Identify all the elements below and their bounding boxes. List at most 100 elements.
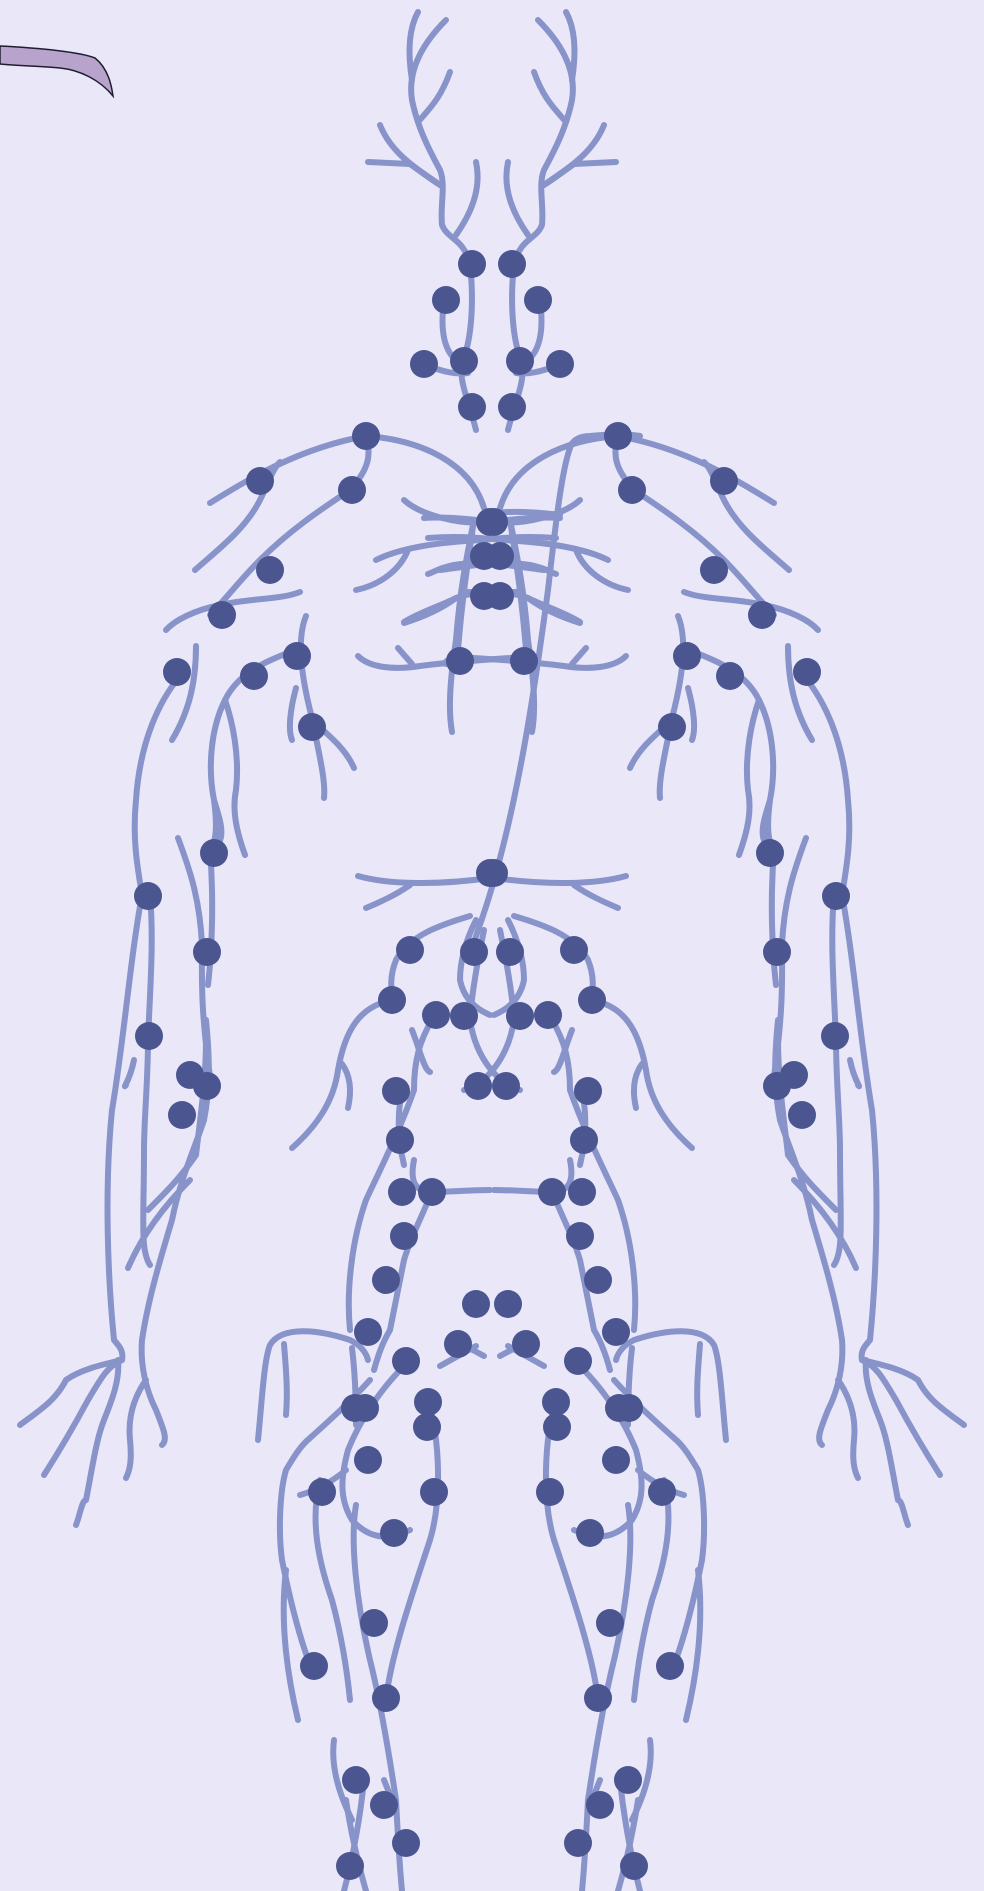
lymph-vessel-right-47: [590, 1000, 692, 1148]
lymph-vessel-left-5: [456, 162, 478, 235]
lymph-node-left-35: [418, 1178, 446, 1206]
lymph-node-right-21: [480, 508, 508, 536]
lymph-node-left-37: [372, 1266, 400, 1294]
lymph-node-right-18: [822, 882, 850, 910]
lymph-node-left-52: [372, 1684, 400, 1712]
lymph-node-right-55: [564, 1829, 592, 1857]
lymph-node-left-28: [378, 986, 406, 1014]
lymph-node-left-56: [336, 1852, 364, 1880]
lymph-vessel-right-16: [528, 598, 580, 623]
lymph-node-right-2: [506, 347, 534, 375]
lymph-vessel-right-34: [862, 1360, 940, 1475]
lymph-node-right-7: [710, 467, 738, 495]
lymph-vessel-right-4: [544, 162, 616, 185]
lymph-vessel-right-5: [506, 162, 528, 235]
lymph-node-right-47: [648, 1478, 676, 1506]
lymph-node-left-45: [341, 1394, 369, 1422]
lymph-node-left-38: [354, 1318, 382, 1346]
lymph-vessel-left-34: [44, 1360, 122, 1475]
lymph-vessel-right-39: [850, 1060, 859, 1086]
lymph-node-right-41: [494, 1290, 522, 1318]
lymph-node-left-15: [168, 1101, 196, 1129]
lymph-node-left-55: [392, 1829, 420, 1857]
lymph-node-left-12: [240, 662, 268, 690]
lymph-node-left-36: [390, 1222, 418, 1250]
lymph-node-right-10: [793, 658, 821, 686]
lymph-vessel-left-43: [366, 885, 410, 908]
lymph-node-left-51: [300, 1652, 328, 1680]
lymph-node-right-1: [524, 286, 552, 314]
lymph-node-right-32: [492, 1072, 520, 1100]
lymph-vessel-right-18: [572, 648, 586, 664]
lymph-node-left-50: [360, 1609, 388, 1637]
lymph-node-right-4: [498, 393, 526, 421]
lymph-vessel-right-49: [634, 1064, 642, 1108]
lymph-vessel-left-39: [125, 1060, 134, 1086]
lymph-node-left-27: [396, 936, 424, 964]
lymph-node-left-13: [298, 713, 326, 741]
lymph-node-left-43: [413, 1413, 441, 1441]
lymph-node-right-36: [566, 1222, 594, 1250]
lymph-nodes: [134, 250, 850, 1880]
lymph-node-right-29: [534, 1001, 562, 1029]
lymph-node-left-7: [246, 467, 274, 495]
lymph-node-left-42: [414, 1388, 442, 1416]
lymph-node-right-17: [763, 938, 791, 966]
lymph-vessel-right-43: [574, 885, 618, 908]
lymph-node-right-13: [658, 713, 686, 741]
lymph-vessels: [20, 12, 964, 1891]
lymph-node-left-31: [382, 1077, 410, 1105]
lymph-node-right-51: [656, 1652, 684, 1680]
lymph-node-right-9: [748, 601, 776, 629]
lymph-vessel-left-55: [284, 1344, 287, 1415]
lymph-vessel-right-2: [534, 72, 566, 122]
lymph-vessel-left-18: [398, 648, 412, 664]
lymph-node-left-17: [193, 938, 221, 966]
lymph-node-right-27: [560, 936, 588, 964]
lymph-node-right-50: [596, 1609, 624, 1637]
lymph-node-left-1: [432, 286, 460, 314]
lymph-vessel-left-36: [126, 1380, 146, 1478]
lymph-node-left-32: [464, 1072, 492, 1100]
lymph-node-right-53: [614, 1766, 642, 1794]
lymph-vessel-left-29: [290, 688, 296, 740]
lymph-node-left-33: [386, 1126, 414, 1154]
lymph-node-right-6: [618, 476, 646, 504]
lymph-node-right-22: [486, 542, 514, 570]
lymph-node-left-3: [410, 350, 438, 378]
lymph-node-right-39: [564, 1347, 592, 1375]
lymph-vessel-left-28: [301, 616, 324, 798]
lymph-node-left-29: [422, 1001, 450, 1029]
lymph-node-right-25: [480, 859, 508, 887]
lymph-node-left-48: [420, 1478, 448, 1506]
lymph-node-right-26: [496, 938, 524, 966]
lymph-node-left-49: [380, 1519, 408, 1547]
lymph-node-left-41: [462, 1290, 490, 1318]
lymph-node-right-28: [578, 986, 606, 1014]
lymph-node-right-34: [568, 1178, 596, 1206]
lymph-vessel-right-25: [739, 700, 759, 855]
lymph-node-left-24: [446, 647, 474, 675]
lymph-node-right-49: [576, 1519, 604, 1547]
lymph-vessel-left-4: [368, 162, 440, 185]
lymph-node-right-56: [620, 1852, 648, 1880]
lymph-node-right-52: [584, 1684, 612, 1712]
lymph-node-right-16: [756, 839, 784, 867]
lymph-node-left-53: [342, 1766, 370, 1794]
lymph-vessel-right-42: [494, 876, 626, 883]
lymph-node-left-4: [458, 393, 486, 421]
lymph-node-right-23: [486, 582, 514, 610]
lymph-node-right-8: [700, 556, 728, 584]
lymph-node-right-15: [788, 1101, 816, 1129]
lymph-vessel-left-16: [404, 598, 456, 623]
lymph-vessel-left-62: [386, 1400, 438, 1700]
lymph-node-right-54: [586, 1791, 614, 1819]
lymph-vessel-left-49: [342, 1064, 350, 1108]
lymph-node-left-26: [460, 938, 488, 966]
lymph-node-right-5: [604, 422, 632, 450]
lymph-node-right-12: [716, 662, 744, 690]
lymph-node-left-46: [354, 1446, 382, 1474]
lymph-node-right-20: [821, 1022, 849, 1050]
lymph-node-right-3: [546, 350, 574, 378]
